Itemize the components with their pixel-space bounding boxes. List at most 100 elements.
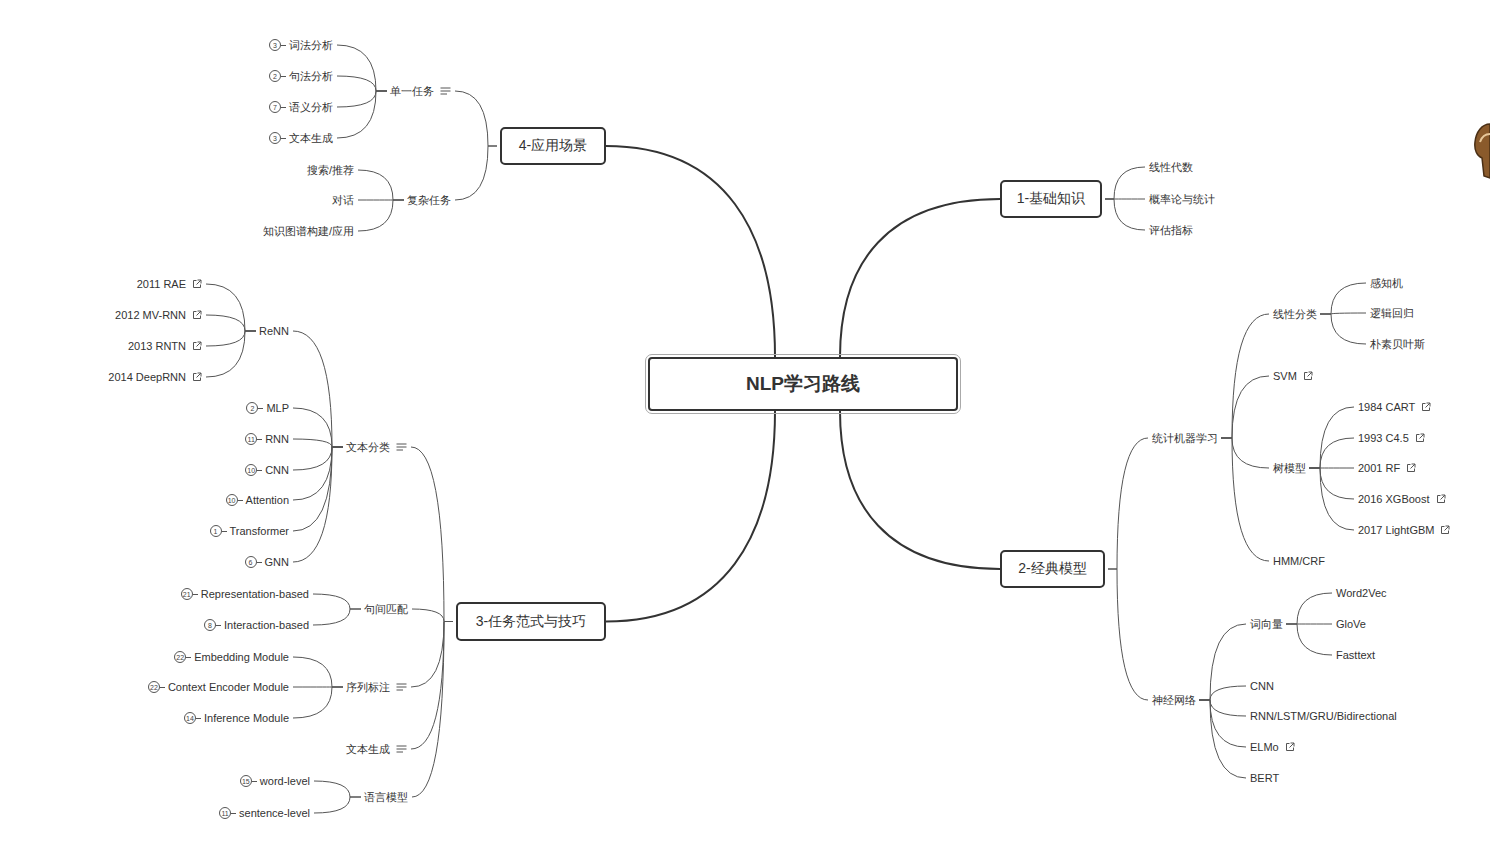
count-badge: 1 bbox=[210, 525, 222, 537]
branch-line bbox=[1199, 624, 1246, 700]
subtopic: 评估指标 bbox=[1149, 222, 1193, 238]
branch-line bbox=[1286, 593, 1332, 624]
topic-text: 句法分析 bbox=[289, 69, 333, 83]
badge-dash bbox=[160, 687, 165, 688]
topic-text: 评估指标 bbox=[1149, 223, 1193, 237]
subtopic: 线性分类 bbox=[1273, 306, 1317, 322]
subtopic: 神经网络 bbox=[1152, 692, 1196, 708]
subtopic: 22Embedding Module bbox=[174, 649, 289, 665]
branch-line bbox=[1221, 438, 1269, 561]
topic-text: 语义分析 bbox=[289, 100, 333, 114]
link-icon bbox=[1303, 371, 1313, 381]
topic-text: CNN bbox=[1250, 679, 1274, 693]
topic-text: 感知机 bbox=[1370, 276, 1403, 290]
branch-line bbox=[1199, 700, 1246, 747]
badge-dash bbox=[281, 107, 286, 108]
branch-line bbox=[1105, 199, 1145, 230]
main-topic-box: 2-经典模型 bbox=[1000, 550, 1105, 588]
link-icon bbox=[1436, 494, 1446, 504]
subtopic: 21 Representation-based bbox=[181, 586, 309, 602]
badge-dash bbox=[258, 408, 263, 409]
topic-text: Attention bbox=[246, 493, 289, 507]
link-icon bbox=[192, 341, 202, 351]
subtopic: 单一任务 bbox=[390, 83, 451, 99]
branch-line bbox=[293, 447, 343, 470]
count-badge: 21 bbox=[181, 588, 193, 600]
topic-text: 序列标注 bbox=[346, 680, 390, 694]
badge-dash bbox=[257, 562, 262, 563]
topic-text: 文本生成 bbox=[289, 131, 333, 145]
badge-dash bbox=[186, 657, 191, 658]
topic-text: SVM bbox=[1273, 369, 1297, 383]
badge-dash bbox=[231, 813, 236, 814]
branch-line bbox=[1286, 624, 1332, 655]
link-icon bbox=[1415, 433, 1425, 443]
topic-text: 1984 CART bbox=[1358, 400, 1415, 414]
topic-text: Interaction-based bbox=[224, 618, 309, 632]
branch-line bbox=[412, 609, 453, 622]
topic-text: MLP bbox=[266, 401, 289, 415]
link-icon bbox=[192, 279, 202, 289]
branch-line bbox=[314, 797, 361, 813]
branch-line bbox=[1221, 376, 1269, 438]
badge-dash bbox=[281, 45, 286, 46]
subtopic: 1Transformer bbox=[210, 523, 290, 539]
topic-text: 句间匹配 bbox=[364, 602, 408, 616]
topic-text: 1993 C4.5 bbox=[1358, 431, 1409, 445]
topic-text: 统计机器学习 bbox=[1152, 431, 1218, 445]
subtopic: 2001 RF bbox=[1358, 460, 1416, 476]
topic-text: 知识图谱构建/应用 bbox=[263, 224, 354, 238]
count-badge: 10 bbox=[245, 464, 257, 476]
subtopic: 2016 XGBoost bbox=[1358, 491, 1446, 507]
branch-line bbox=[412, 622, 453, 798]
topic-text: Representation-based bbox=[201, 587, 309, 601]
subtopic: 2017 LightGBM bbox=[1358, 522, 1450, 538]
topic-text: 线性代数 bbox=[1149, 160, 1193, 174]
topic-text: GloVe bbox=[1336, 617, 1366, 631]
topic-text: GNN bbox=[265, 555, 289, 569]
badge-dash bbox=[222, 531, 227, 532]
subtopic: HMM/CRF bbox=[1273, 553, 1325, 569]
subtopic: Fasttext bbox=[1336, 647, 1375, 663]
subtopic: 语言模型 bbox=[364, 789, 408, 805]
badge-dash bbox=[252, 781, 257, 782]
link-icon bbox=[1421, 402, 1431, 412]
branch-line bbox=[206, 331, 256, 346]
subtopic: 1984 CART bbox=[1358, 399, 1431, 415]
topic-text: 神经网络 bbox=[1152, 693, 1196, 707]
subtopic: ELMo bbox=[1250, 739, 1295, 755]
branch-line bbox=[1108, 569, 1148, 700]
main-topic-box: 4-应用场景 bbox=[500, 127, 606, 165]
subtopic: 词向量 bbox=[1250, 616, 1283, 632]
branch-line bbox=[206, 331, 256, 377]
subtopic: 2014 DeepRNN bbox=[108, 369, 202, 385]
branch-line bbox=[411, 622, 453, 750]
topic-text: Embedding Module bbox=[194, 650, 289, 664]
subtopic: ReNN bbox=[259, 323, 289, 339]
topic-text: 2014 DeepRNN bbox=[108, 370, 186, 384]
topic-text: RNN bbox=[265, 432, 289, 446]
subtopic: 2012 MV-RNN bbox=[115, 307, 202, 323]
subtopic: 15word-level bbox=[240, 773, 310, 789]
branch-line bbox=[1221, 438, 1269, 468]
branch-line bbox=[337, 76, 387, 91]
subtopic: 树模型 bbox=[1273, 460, 1306, 476]
subtopic: 8Interaction-based bbox=[204, 617, 309, 633]
topic-text: 2016 XGBoost bbox=[1358, 492, 1430, 506]
branch-line bbox=[293, 687, 343, 718]
subtopic: 序列标注 bbox=[346, 679, 407, 695]
topic-text: 1-基础知识 bbox=[1017, 190, 1085, 208]
main-topic-box: 3-任务范式与技巧 bbox=[456, 602, 606, 641]
subtopic: 对话 bbox=[332, 192, 354, 208]
count-badge: 10 bbox=[226, 494, 238, 506]
topic-text: 2-经典模型 bbox=[1018, 560, 1086, 578]
topic-text: RNN/LSTM/GRU/Bidirectional bbox=[1250, 709, 1397, 723]
topic-text: 朴素贝叶斯 bbox=[1370, 337, 1425, 351]
branch-line bbox=[1309, 438, 1354, 468]
subtopic: SVM bbox=[1273, 368, 1313, 384]
subtopic: 6GNN bbox=[245, 554, 289, 570]
count-badge: 3 bbox=[269, 39, 281, 51]
subtopic: 10 Attention bbox=[226, 492, 289, 508]
subtopic: Word2Vec bbox=[1336, 585, 1387, 601]
